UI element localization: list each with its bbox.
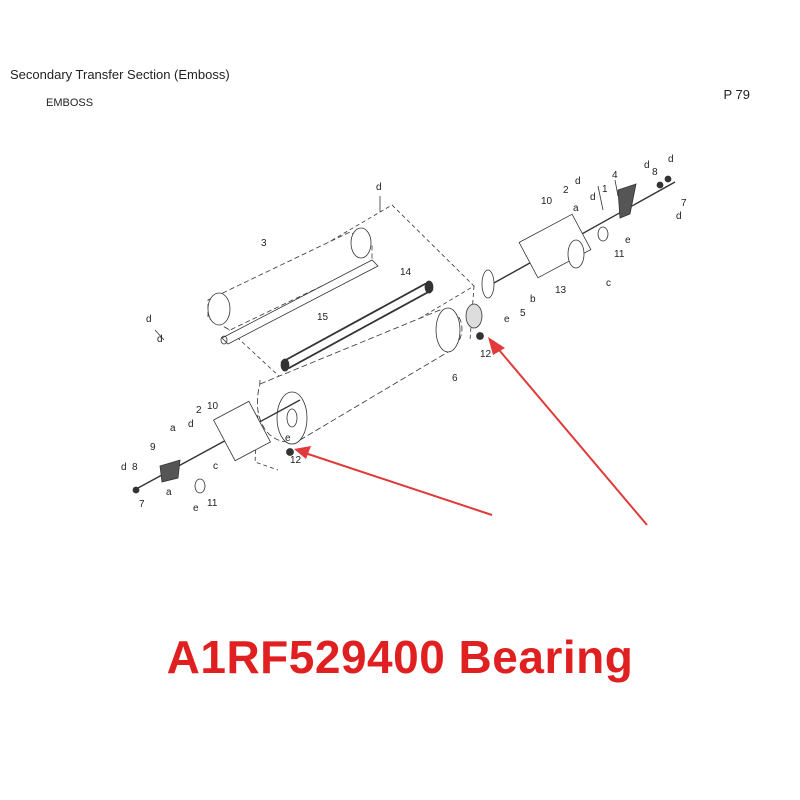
callout: 3 xyxy=(261,238,267,249)
callout: e xyxy=(504,314,510,325)
callout: 7 xyxy=(681,198,687,209)
callout: 10 xyxy=(541,196,553,207)
callout: d xyxy=(644,160,650,171)
callout: 8 xyxy=(132,462,138,473)
callout: a xyxy=(170,423,176,434)
callout: d xyxy=(575,176,581,187)
diagram-subtitle: EMBOSS xyxy=(46,97,94,109)
callout: e xyxy=(285,433,291,444)
callout: 10 xyxy=(207,401,219,412)
assembly-drawing xyxy=(132,175,676,494)
diagram-title: Secondary Transfer Section (Emboss) xyxy=(10,67,230,82)
arrow-to-rear-bearing xyxy=(493,343,648,526)
page-number: P 79 xyxy=(723,87,750,102)
callout: d xyxy=(157,334,163,345)
callout: a xyxy=(573,203,579,214)
callout: 11 xyxy=(207,498,218,509)
callout: c xyxy=(606,278,611,289)
callout: 2 xyxy=(563,185,569,196)
callout: d xyxy=(676,211,682,222)
annotation-arrows xyxy=(294,337,648,526)
callout: a xyxy=(166,487,172,498)
callout: d xyxy=(146,314,152,325)
callout: 9 xyxy=(150,442,156,453)
callout: 15 xyxy=(317,312,329,323)
arrow-head-rear xyxy=(488,337,505,355)
callout: 12 xyxy=(290,455,302,466)
callouts-rear: d 10 2 d a d 1 4 d 8 d 7 d e 11 c 13 b e… xyxy=(376,154,687,360)
arrow-head-front xyxy=(294,446,311,459)
callout: 8 xyxy=(652,167,658,178)
arrow-to-front-bearing xyxy=(301,451,493,516)
callout: c xyxy=(213,461,218,472)
callout: 6 xyxy=(452,373,458,384)
callout: 4 xyxy=(612,170,618,181)
callout: 5 xyxy=(520,308,526,319)
callout: d xyxy=(668,154,674,165)
callout: 1 xyxy=(602,184,608,195)
callout: 14 xyxy=(400,267,412,278)
callout: b xyxy=(530,294,536,305)
callout: 2 xyxy=(196,405,202,416)
callout: d xyxy=(376,182,382,193)
callout: e xyxy=(193,503,199,514)
callout: 13 xyxy=(555,285,567,296)
callout: 12 xyxy=(480,349,492,360)
callout: 11 xyxy=(614,249,625,260)
callout: e xyxy=(625,235,631,246)
callout: d xyxy=(121,462,127,473)
callout: 7 xyxy=(139,499,145,510)
part-caption: A1RF529400 Bearing xyxy=(166,631,634,683)
callouts-front: d 2 10 a 9 d 8 7 a c e 11 e 12 xyxy=(121,401,302,514)
callouts-mid: d 3 14 15 d 6 xyxy=(146,238,458,384)
callout: d xyxy=(188,419,194,430)
callout: d xyxy=(590,192,596,203)
